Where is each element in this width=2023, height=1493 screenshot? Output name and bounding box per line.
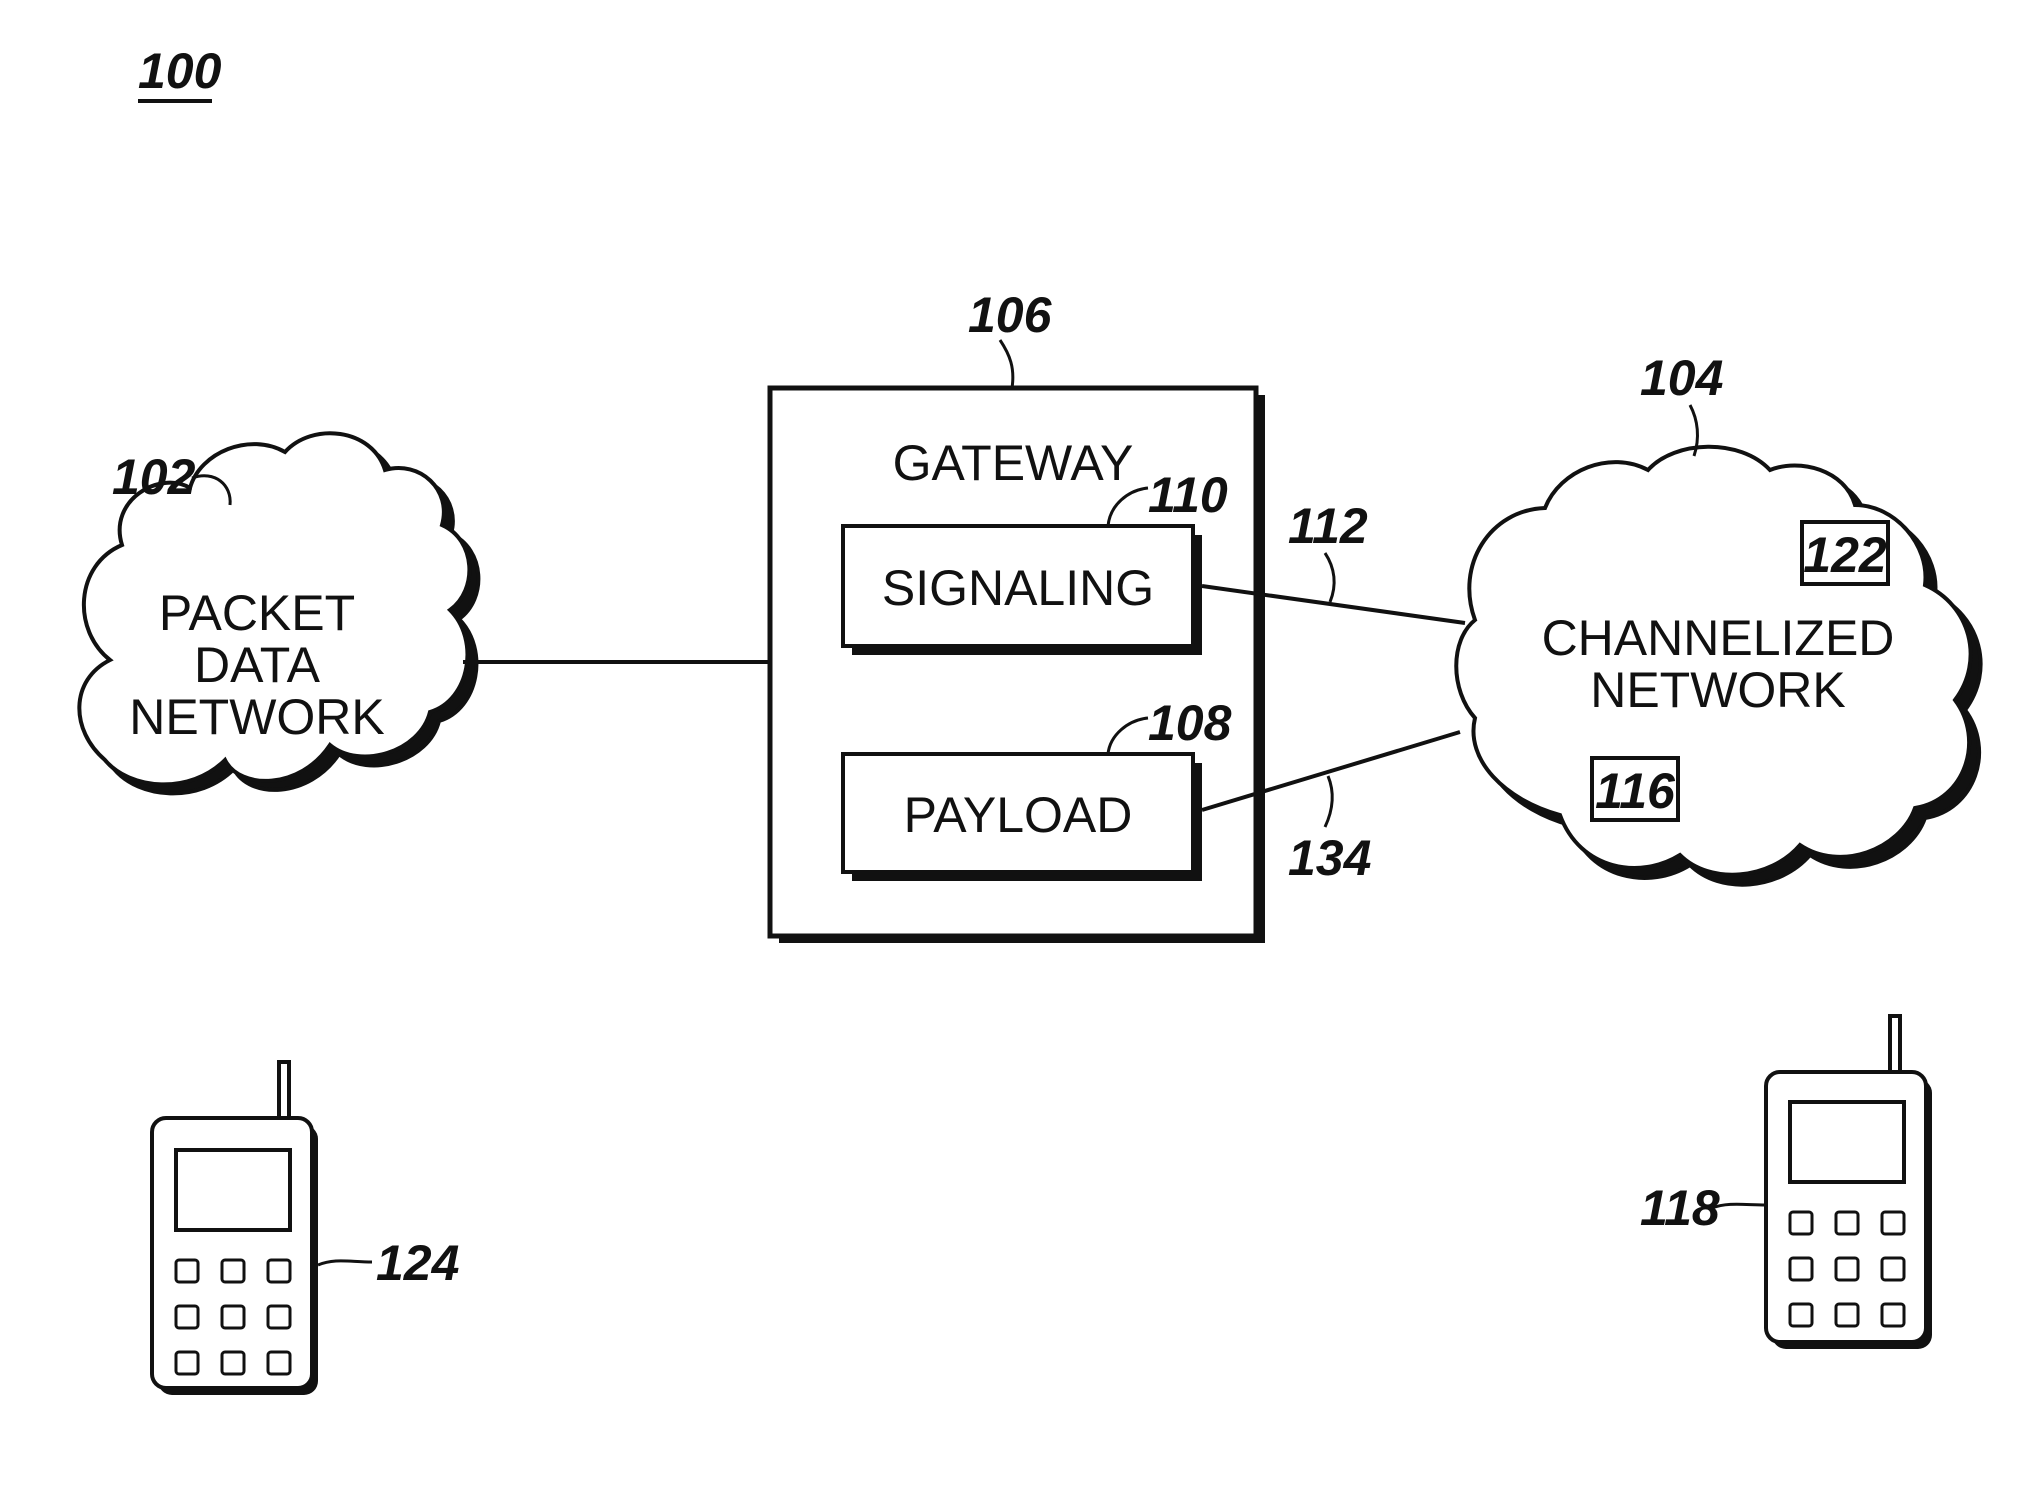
signaling-link-ref: 112 [1288, 498, 1368, 554]
figure-ref: 100 [138, 43, 222, 101]
gateway-leader [1000, 340, 1013, 388]
figure-ref-label: 100 [138, 43, 222, 99]
packet-cloud-ref: 102 [112, 449, 196, 505]
mobile-right-antenna [1890, 1016, 1900, 1076]
packet-cloud-line-3: NETWORK [129, 689, 385, 745]
mobile-left-antenna [279, 1062, 289, 1122]
signaling-ref: 110 [1148, 467, 1228, 523]
payload-label: PAYLOAD [904, 787, 1133, 843]
mobile-left-ref: 124 [376, 1235, 459, 1291]
channelized-cloud-ref: 104 [1640, 350, 1723, 406]
payload-ref: 108 [1148, 695, 1232, 751]
packet-cloud-line-2: DATA [194, 637, 321, 693]
channelized-cloud-line-1: CHANNELIZED [1542, 610, 1895, 666]
signaling-link-leader [1325, 553, 1334, 602]
mobile-left-screen [176, 1150, 290, 1230]
gateway-label: GATEWAY [893, 435, 1134, 491]
mobile-device-right: 118 [1640, 1016, 1932, 1349]
channelized-network-cloud: CHANNELIZED NETWORK 104 122 116 [1456, 350, 1980, 885]
mobile-right-screen [1790, 1102, 1904, 1182]
mobile-right-leader [1712, 1204, 1766, 1208]
channelized-inner-ref-b: 116 [1595, 763, 1676, 819]
packet-data-network-cloud: PACKET DATA NETWORK 102 [79, 433, 478, 793]
payload-link-leader [1325, 776, 1332, 827]
payload-link-ref: 134 [1288, 830, 1371, 886]
signaling-label: SIGNALING [882, 560, 1154, 616]
mobile-right-ref: 118 [1640, 1180, 1720, 1236]
channelized-cloud-line-2: NETWORK [1590, 662, 1846, 718]
mobile-left-leader [318, 1261, 372, 1265]
packet-cloud-line-1: PACKET [159, 585, 355, 641]
channelized-inner-ref-a: 122 [1803, 527, 1887, 583]
gateway-ref: 106 [968, 287, 1053, 343]
mobile-device-left: 124 [152, 1062, 459, 1395]
